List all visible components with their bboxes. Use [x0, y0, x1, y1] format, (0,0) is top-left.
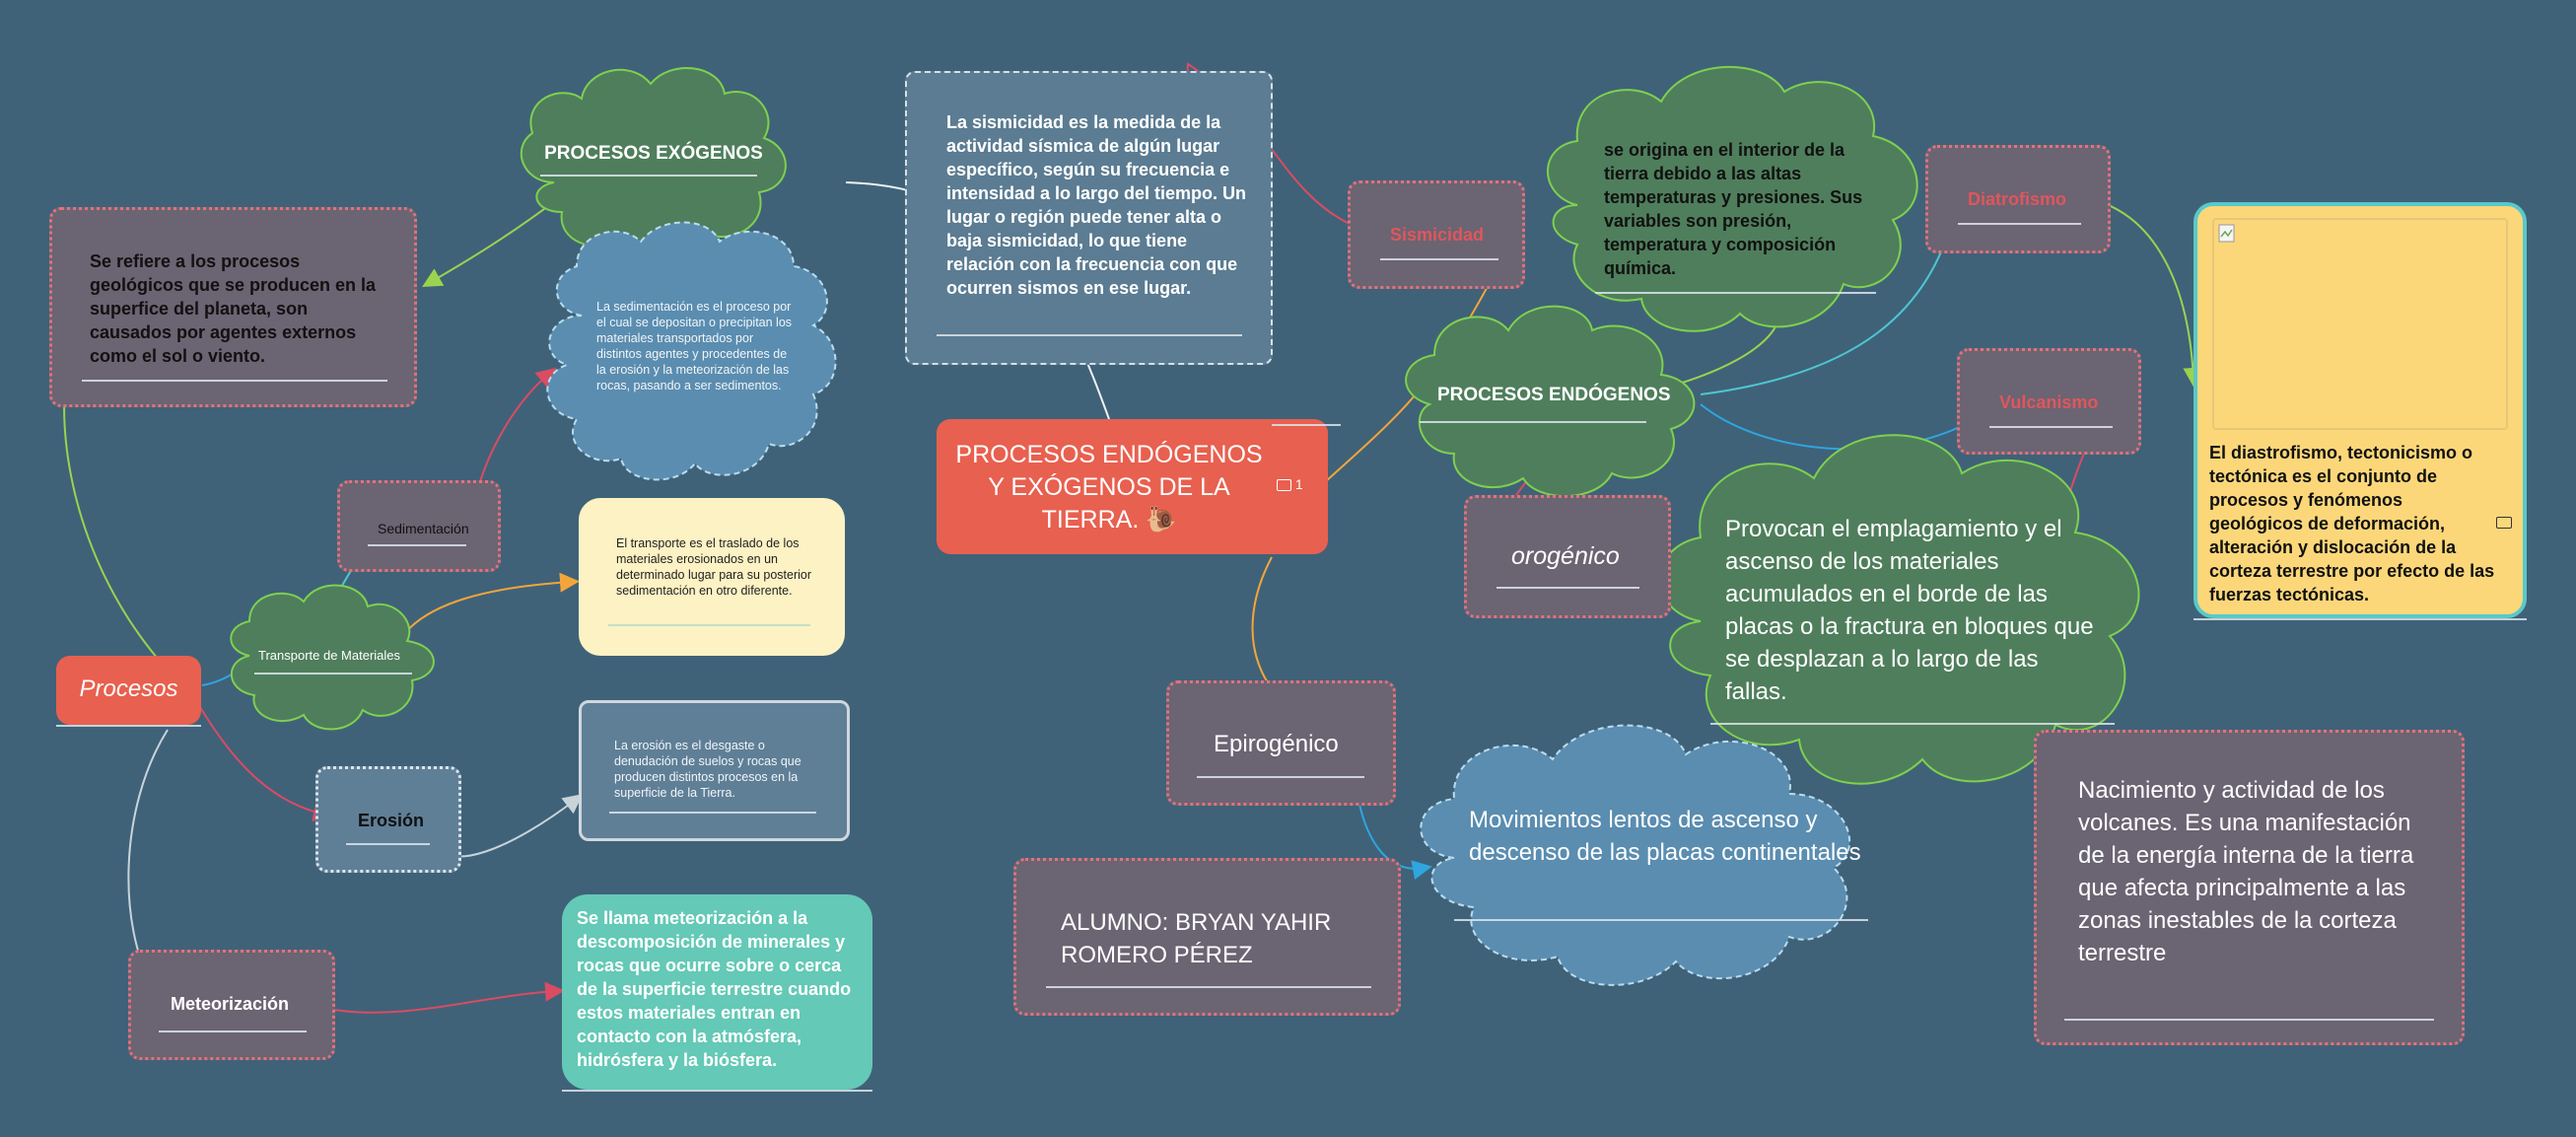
- snail-emoji: 🐌: [1146, 506, 1177, 533]
- broken-image-icon: [2212, 218, 2508, 430]
- erosion-desc-card[interactable]: La erosión es el desgaste o denudación d…: [579, 700, 850, 841]
- sedimentacion-label: Sedimentación: [378, 521, 469, 536]
- diastrofismo-desc-text: El diastrofismo, tectonicismo o tectónic…: [2209, 443, 2495, 604]
- sismicidad-label: Sismicidad: [1390, 225, 1485, 245]
- comment-badge[interactable]: 1: [1277, 476, 1303, 492]
- transporte-cloud: [230, 584, 435, 731]
- orogenico-label: orogénico: [1511, 542, 1620, 570]
- sedimentacion-desc-text: La sedimentación es el proceso por el cu…: [596, 300, 793, 392]
- meteorizacion-desc-card[interactable]: Se llama meteorización a la descomposici…: [562, 894, 872, 1090]
- vulcanismo-desc-text: Nacimiento y actividad de los volcanes. …: [2078, 777, 2414, 966]
- meteorizacion-node[interactable]: Meteorización: [128, 950, 335, 1060]
- epirogenico-label: Epirogénico: [1214, 731, 1339, 757]
- diastrofismo-desc-card[interactable]: El diastrofismo, tectonicismo o tectónic…: [2193, 202, 2527, 618]
- vulcanismo-desc-card[interactable]: Nacimiento y actividad de los volcanes. …: [2034, 730, 2465, 1045]
- sismicidad-desc-card[interactable]: La sismicidad es la medida de la activid…: [905, 71, 1273, 365]
- erosion-node[interactable]: Erosión: [315, 766, 461, 873]
- endogenos-origin-text: se origina en el interior de la tierra d…: [1604, 140, 1863, 278]
- image-icon[interactable]: [2496, 517, 2512, 529]
- exogenos-underline: [540, 175, 757, 177]
- endogenos-cloud: [1405, 305, 1696, 498]
- epirogenico-node[interactable]: Epirogénico: [1166, 680, 1396, 806]
- procesos-definition-card[interactable]: Se refiere a los procesos geológicos que…: [49, 207, 417, 407]
- orogenico-desc-cloud: [1658, 434, 2140, 785]
- epirogenico-desc-text: Movimientos lentos de ascenso y descenso…: [1469, 807, 1861, 866]
- transporte-desc-text: El transporte es el traslado de los mate…: [616, 536, 812, 598]
- comment-icon[interactable]: [1277, 479, 1291, 492]
- diastrofismo-label: Diatrofismo: [1968, 189, 2067, 209]
- transporte-desc-card[interactable]: El transporte es el traslado de los mate…: [579, 498, 845, 656]
- orogenico-node[interactable]: orogénico: [1464, 495, 1671, 618]
- sedimentacion-desc-cloud: [546, 221, 837, 481]
- vulcanismo-node[interactable]: Vulcanismo: [1957, 348, 2141, 455]
- transporte-node[interactable]: Transporte de Materiales: [258, 648, 401, 663]
- sedimentacion-node[interactable]: Sedimentación: [337, 480, 501, 572]
- central-topic[interactable]: PROCESOS ENDÓGENOS Y EXÓGENOS DE LA TIER…: [937, 419, 1328, 554]
- alumno-card[interactable]: ALUMNO: BRYAN YAHIR ROMERO PÉREZ: [1013, 858, 1401, 1016]
- orogenico-desc-text: Provocan el emplagamiento y el ascenso d…: [1725, 516, 2094, 705]
- sismicidad-node[interactable]: Sismicidad: [1348, 180, 1525, 289]
- exogenos-node[interactable]: PROCESOS EXÓGENOS: [544, 143, 763, 164]
- procesos-node[interactable]: Procesos: [56, 656, 201, 725]
- procesos-definition-text: Se refiere a los procesos geológicos que…: [90, 251, 377, 366]
- erosion-label: Erosión: [358, 811, 425, 830]
- central-title: PROCESOS ENDÓGENOS Y EXÓGENOS DE LA TIER…: [955, 441, 1263, 533]
- meteorizacion-label: Meteorización: [171, 994, 290, 1014]
- meteorizacion-desc-text: Se llama meteorización a la descomposici…: [577, 908, 852, 1070]
- erosion-desc-text: La erosión es el desgaste o denudación d…: [614, 739, 801, 800]
- diastrofismo-node[interactable]: Diatrofismo: [1925, 145, 2111, 253]
- procesos-label: Procesos: [79, 675, 178, 702]
- broken-image-glyph: [2218, 224, 2235, 243]
- endogenos-origin-cloud: [1547, 66, 1918, 332]
- vulcanismo-label: Vulcanismo: [1999, 392, 2099, 412]
- sismicidad-desc-text: La sismicidad es la medida de la activid…: [946, 112, 1247, 298]
- endogenos-node[interactable]: PROCESOS ENDÓGENOS: [1437, 385, 1671, 405]
- alumno-text: ALUMNO: BRYAN YAHIR ROMERO PÉREZ: [1061, 909, 1332, 968]
